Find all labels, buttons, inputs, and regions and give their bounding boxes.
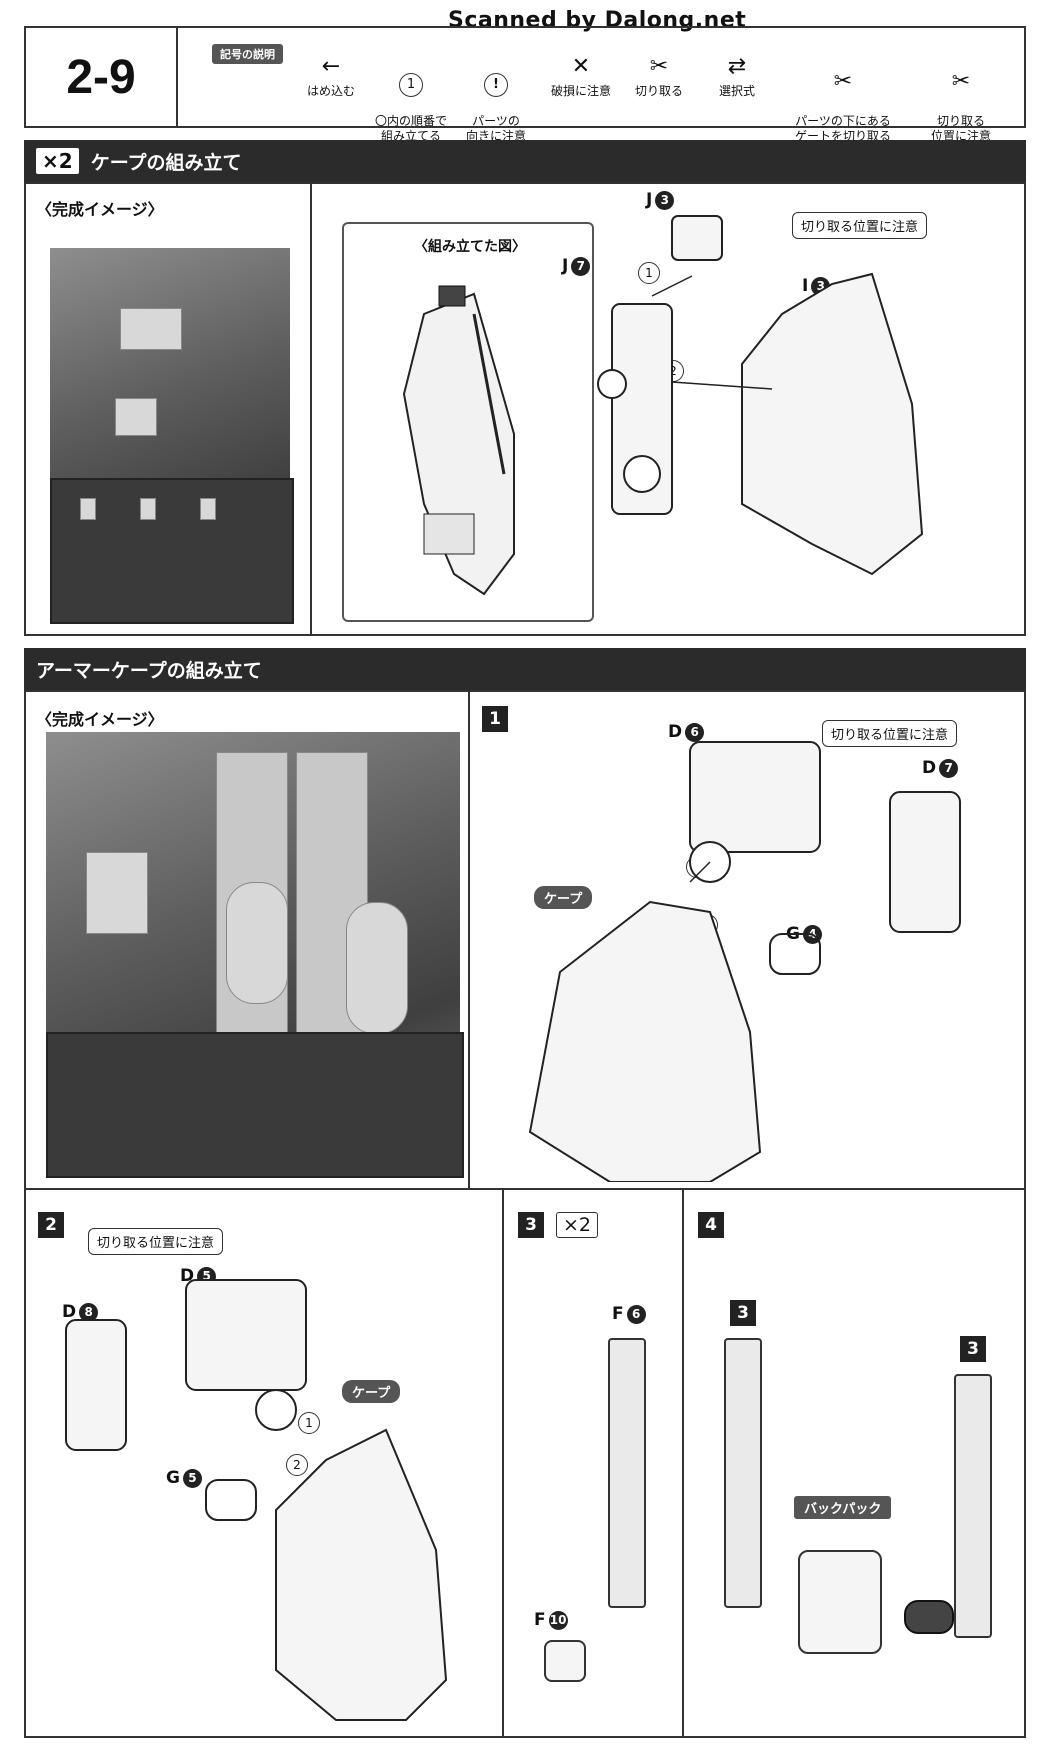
step-number: 2-9 bbox=[26, 28, 178, 126]
rail-left bbox=[724, 1338, 762, 1608]
assembled-cape-drawing bbox=[402, 285, 515, 596]
legend-label: 選択式 bbox=[718, 84, 755, 98]
arrow-left-icon: ← bbox=[321, 54, 341, 79]
cut-position-icon: ✂ bbox=[951, 69, 971, 94]
cape-assembly-panel: 〈組み立てた図〉 J3 切り取る位置に注意 J7 I3 1 2 bbox=[310, 182, 1026, 636]
part-f10-drawing bbox=[544, 1640, 586, 1682]
header: 2-9 記号の説明 ← はめ込む 1 〇内の順番で 組み立てる ! パーツの 向… bbox=[24, 26, 1026, 143]
legend-label: パーツの 向きに注意 bbox=[465, 114, 526, 143]
rail-part-f6 bbox=[608, 1338, 646, 1608]
cape-tag: ケープ bbox=[534, 886, 593, 909]
step4-panel: 4 3 3 バックパック bbox=[682, 1188, 1026, 1738]
legend-item-cut: ✂ 切り取る bbox=[604, 50, 714, 99]
count-badge: ×2 bbox=[556, 1212, 599, 1238]
legend-item-push: ← はめ込む bbox=[276, 50, 386, 99]
rail-right bbox=[954, 1374, 992, 1638]
legend-item-break: ✕ 破損に注意 bbox=[526, 50, 636, 99]
legend-label: パーツの下にある ゲートを切り取る bbox=[794, 114, 891, 143]
assembled-figure-frame: 〈組み立てた図〉 bbox=[342, 222, 594, 622]
step-number-2: 2 bbox=[38, 1212, 64, 1238]
cut-icon: ✂ bbox=[649, 54, 669, 79]
exclamation-icon: ! bbox=[441, 65, 551, 99]
cape-complete-photo bbox=[50, 248, 294, 624]
step1-drawing bbox=[528, 741, 961, 1182]
section-title: ケープの組み立て bbox=[90, 151, 242, 174]
step2-drawing bbox=[65, 1279, 448, 1721]
section-cape-title: ×2 ケープの組み立て bbox=[24, 140, 1026, 182]
legend-item-direction: ! パーツの 向きに注意 bbox=[441, 50, 551, 144]
cut-position-callout: 切り取る位置に注意 bbox=[792, 212, 928, 239]
seq-2: 2 bbox=[286, 1454, 308, 1476]
armor-cape-complete-panel: 〈完成イメージ〉 bbox=[24, 690, 470, 1190]
legend-label: 〇内の順番で 組み立てる bbox=[374, 114, 447, 143]
legend-item-choice: ⇄ 選択式 bbox=[682, 50, 792, 99]
choice-arrows-icon: ⇄ bbox=[727, 54, 747, 79]
complete-image-label: 〈完成イメージ〉 bbox=[36, 710, 164, 729]
cape-complete-panel: 〈完成イメージ〉 bbox=[24, 182, 312, 636]
legend-label: 切り取る bbox=[634, 84, 683, 98]
cut-position-callout: 切り取る位置に注意 bbox=[88, 1228, 224, 1255]
gate-cut-icon: ✂ bbox=[833, 69, 853, 94]
count-badge: ×2 bbox=[36, 148, 79, 174]
legend-item-cut-position: ✂ 切り取る 位置に注意 bbox=[906, 50, 1016, 144]
seq-1: 1 bbox=[298, 1412, 320, 1434]
watermark: Scanned by Dalong.net bbox=[448, 8, 747, 33]
break-warning-icon: ✕ bbox=[571, 54, 591, 79]
step-number-4: 4 bbox=[698, 1212, 724, 1238]
ref-step-3-left: 3 bbox=[730, 1300, 756, 1326]
cut-position-callout: 切り取る位置に注意 bbox=[822, 720, 958, 747]
cape-parts-drawing bbox=[597, 215, 924, 576]
assembled-figure-label: 〈組み立てた図〉 bbox=[414, 239, 526, 255]
backpack-tag: バックパック bbox=[794, 1496, 892, 1519]
legend-label: 破損に注意 bbox=[550, 84, 611, 98]
legend-label: はめ込む bbox=[306, 84, 355, 98]
legend-title: 記号の説明 bbox=[212, 44, 283, 64]
cape-tag: ケープ bbox=[342, 1380, 401, 1403]
legend-item-gate-cut: ✂ パーツの下にある ゲートを切り取る bbox=[778, 50, 908, 144]
backpack-connector-drawing bbox=[904, 1600, 954, 1634]
seq-1: 1 bbox=[638, 262, 660, 284]
section-title: アーマーケープの組み立て bbox=[36, 659, 262, 682]
step-number-3: 3 bbox=[518, 1212, 544, 1238]
ref-step-3-right: 3 bbox=[960, 1336, 986, 1362]
step-number-1: 1 bbox=[482, 706, 508, 732]
circle-number-icon: 1 bbox=[356, 65, 466, 99]
backpack-drawing bbox=[798, 1550, 882, 1654]
section-armor-cape-title: アーマーケープの組み立て bbox=[24, 648, 1026, 690]
step1-panel: 1 D6 切り取る位置に注意 D7 ケープ 1 2 G4 bbox=[468, 690, 1026, 1190]
armor-cape-complete-photo bbox=[46, 732, 464, 1178]
legend-label: 切り取る 位置に注意 bbox=[930, 114, 991, 143]
complete-image-label: 〈完成イメージ〉 bbox=[36, 200, 164, 219]
legend-item-order: 1 〇内の順番で 組み立てる bbox=[356, 50, 466, 144]
